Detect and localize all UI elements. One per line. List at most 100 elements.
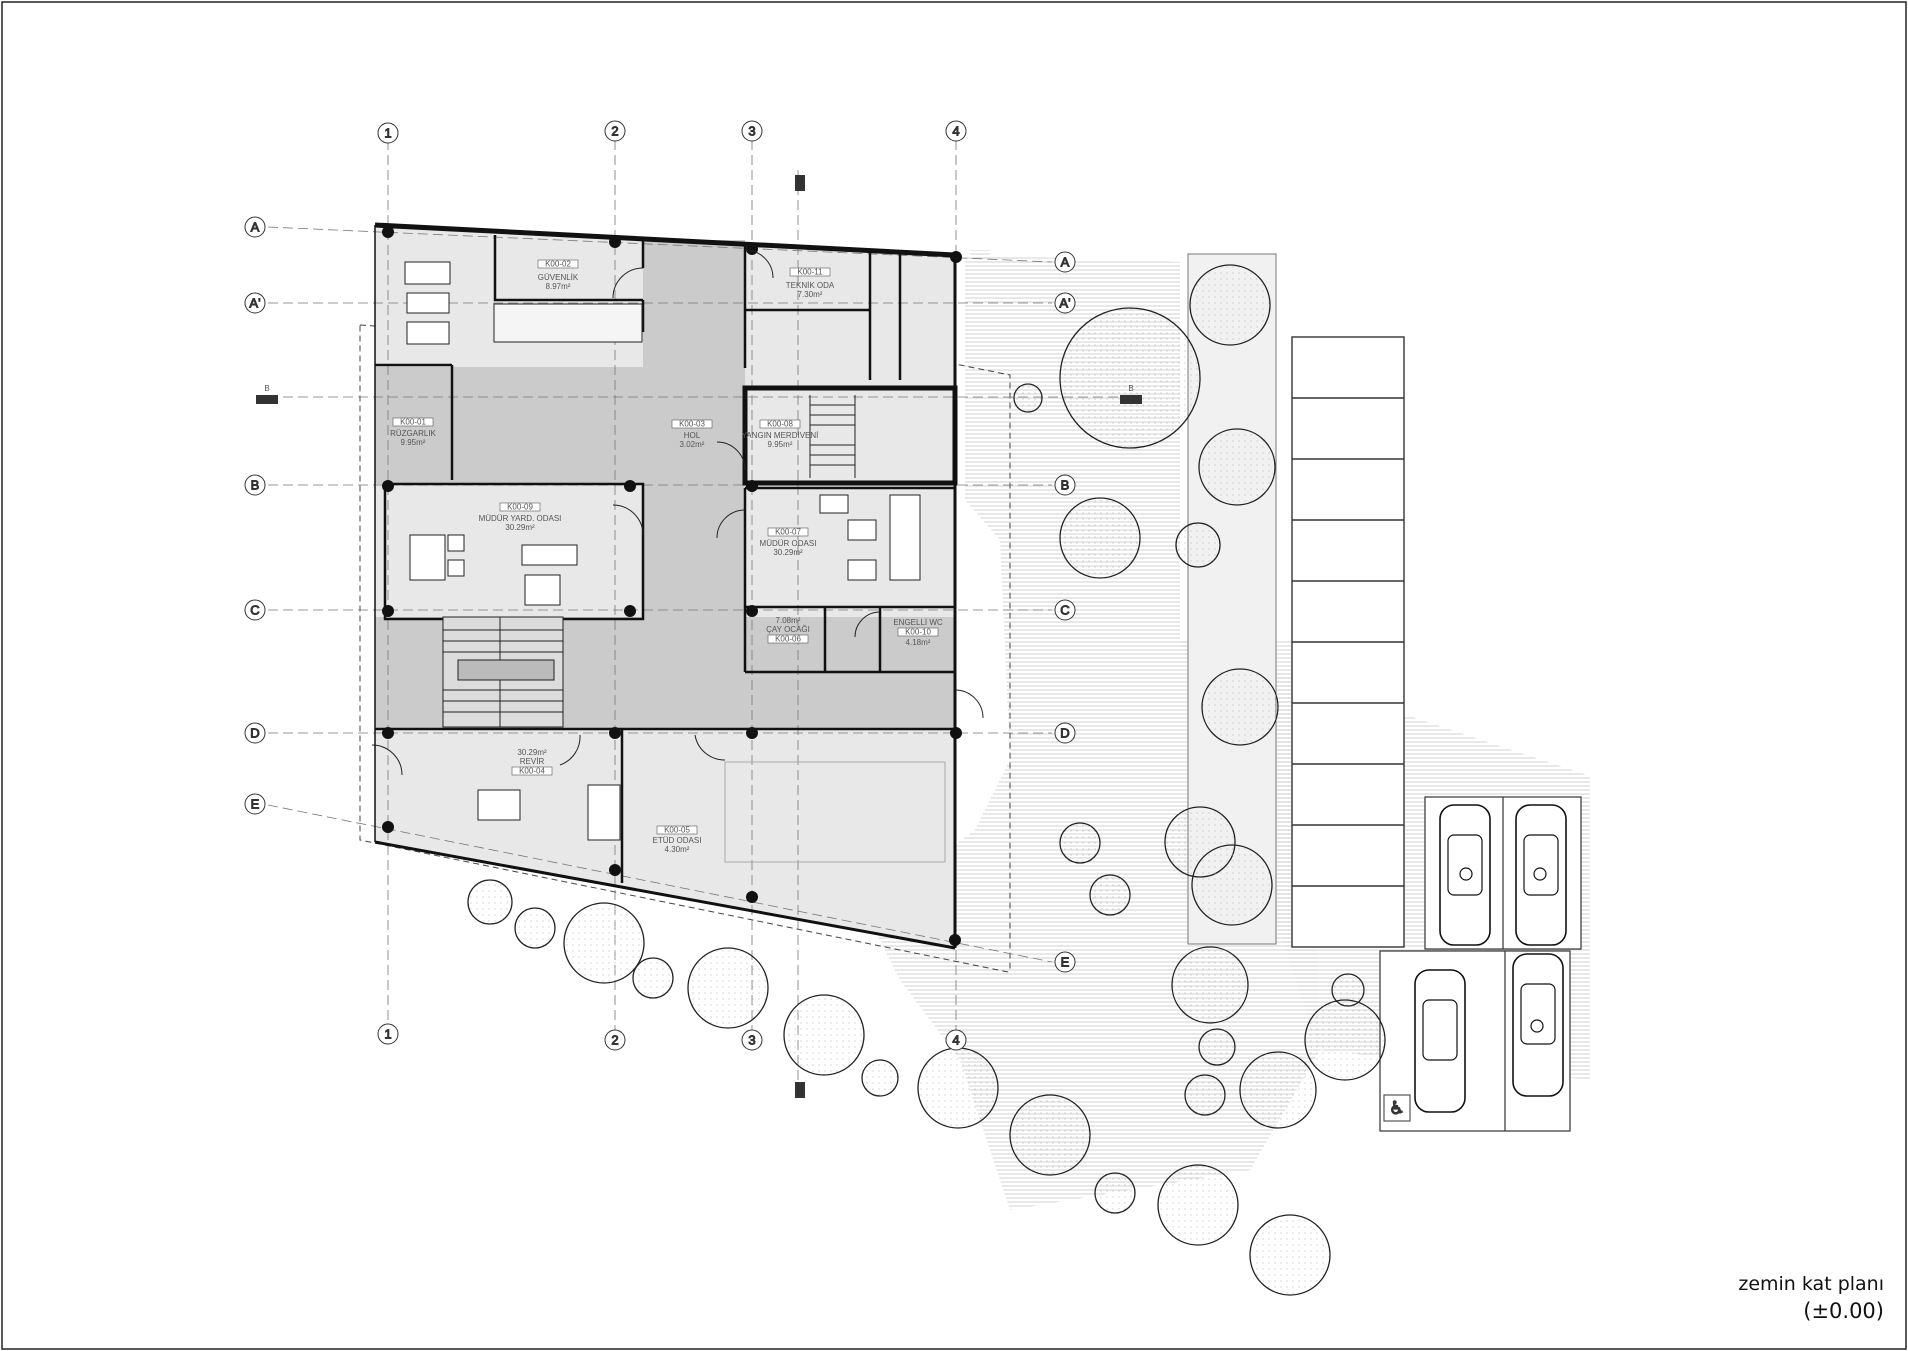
main-stair [442,616,564,728]
car-icon [1512,953,1564,1097]
car-icon [1515,804,1567,946]
svg-text:4.30m²: 4.30m² [665,845,690,854]
svg-text:RÜZGARLIK: RÜZGARLIK [390,429,436,438]
sheet-title: zemin kat planı [1738,1273,1884,1295]
svg-text:8.97m²: 8.97m² [546,282,571,291]
svg-text:C: C [1060,603,1069,618]
svg-text:K00-06: K00-06 [775,635,801,644]
grid-bubble-A-left: A [244,216,266,238]
trees [467,264,1386,1296]
svg-text:REVİR: REVİR [520,757,545,766]
grid-bubble-D-right: D [1054,722,1076,744]
svg-text:A: A [251,220,260,235]
svg-text:D: D [1060,726,1069,741]
parking-stalls [1291,336,1405,948]
section-marker-label: B [264,384,269,393]
grid-bubble-B-right: B [1054,474,1076,496]
svg-text:2: 2 [611,124,618,139]
svg-text:C: C [250,603,259,618]
grid-bubble-1-top: 1 [377,122,399,144]
svg-text:A': A' [1059,296,1070,311]
svg-text:K00-07: K00-07 [775,528,801,537]
svg-text:4: 4 [952,124,959,139]
svg-text:30.29m²: 30.29m² [505,523,535,532]
section-marker-bottom [795,1082,805,1098]
grid-bubble-1-bottom: 1 [377,1023,399,1045]
svg-text:TEKNİK ODA: TEKNİK ODA [786,281,835,290]
svg-text:K00-11: K00-11 [797,268,823,277]
svg-text:HOL: HOL [684,431,701,440]
svg-text:GÜVENLİK: GÜVENLİK [538,273,579,282]
svg-text:K00-04: K00-04 [519,767,545,776]
grid-bubble-E-right: E [1054,951,1076,973]
svg-text:K00-10: K00-10 [905,628,931,637]
section-marker-label: B [1128,384,1133,393]
svg-text:K00-05: K00-05 [664,826,690,835]
svg-text:K00-03: K00-03 [679,420,705,429]
svg-text:MÜDÜR ODASI: MÜDÜR ODASI [760,539,817,548]
svg-text:30.29m²: 30.29m² [517,748,547,757]
svg-text:1: 1 [384,1027,391,1042]
grid-bubbles-rows: A A' B C D E A A' B C D E [244,216,1076,973]
svg-text:K00-01: K00-01 [400,418,426,427]
car-icon [1414,969,1466,1113]
accessible-parking-icon: ♿ [1383,1094,1411,1122]
structural-columns [382,226,962,946]
svg-text:MÜDÜR YARD. ODASI: MÜDÜR YARD. ODASI [479,514,562,523]
svg-text:4: 4 [952,1033,959,1048]
svg-text:A: A [1061,255,1070,270]
grid-lines [267,140,1120,1080]
svg-text:30.29m²: 30.29m² [773,548,803,557]
svg-text:B: B [1061,478,1070,493]
svg-text:3: 3 [748,124,755,139]
svg-text:E: E [251,797,260,812]
section-marker-top [795,175,805,191]
section-marker-right: B [1120,384,1142,404]
building-outline-dashed [359,324,1011,973]
svg-text:K00-08: K00-08 [767,420,793,429]
grid-bubbles-columns: 1 2 3 4 1 2 3 4 [377,120,967,1051]
sheet-level: (±0.00) [1803,1299,1884,1323]
car-icon [1439,804,1491,946]
grid-bubble-2-bottom: 2 [604,1029,626,1051]
grid-bubble-A1-right: A' [1054,292,1076,314]
grid-bubble-C-left: C [244,599,266,621]
sheet-title-block: zemin kat planı (±0.00) [1738,1271,1884,1325]
section-marker-left: B [256,384,278,404]
svg-text:9.95m²: 9.95m² [401,438,426,447]
svg-text:K00-09: K00-09 [507,503,533,512]
svg-text:ETÜD ODASI: ETÜD ODASI [653,836,702,845]
door-swings [371,249,984,776]
grid-bubble-A-right: A [1054,251,1076,273]
svg-text:3.02m²: 3.02m² [680,440,705,449]
grid-bubble-4-top: 4 [945,120,967,142]
grid-bubble-D-left: D [244,722,266,744]
svg-text:9.95m²: 9.95m² [768,440,793,449]
svg-text:4.18m²: 4.18m² [906,638,931,647]
grid-bubble-4-bottom: 4 [945,1029,967,1051]
grid-bubble-3-top: 3 [741,120,763,142]
furniture [404,261,946,863]
grid-bubble-3-bottom: 3 [741,1029,763,1051]
fire-stair [809,395,856,478]
svg-text:E: E [1061,955,1070,970]
svg-text:1: 1 [384,126,391,141]
svg-text:7.08m²: 7.08m² [776,616,801,625]
grid-bubble-2-top: 2 [604,120,626,142]
svg-text:D: D [250,726,259,741]
svg-text:A': A' [249,296,260,311]
svg-text:3: 3 [748,1033,755,1048]
svg-text:B: B [251,478,260,493]
